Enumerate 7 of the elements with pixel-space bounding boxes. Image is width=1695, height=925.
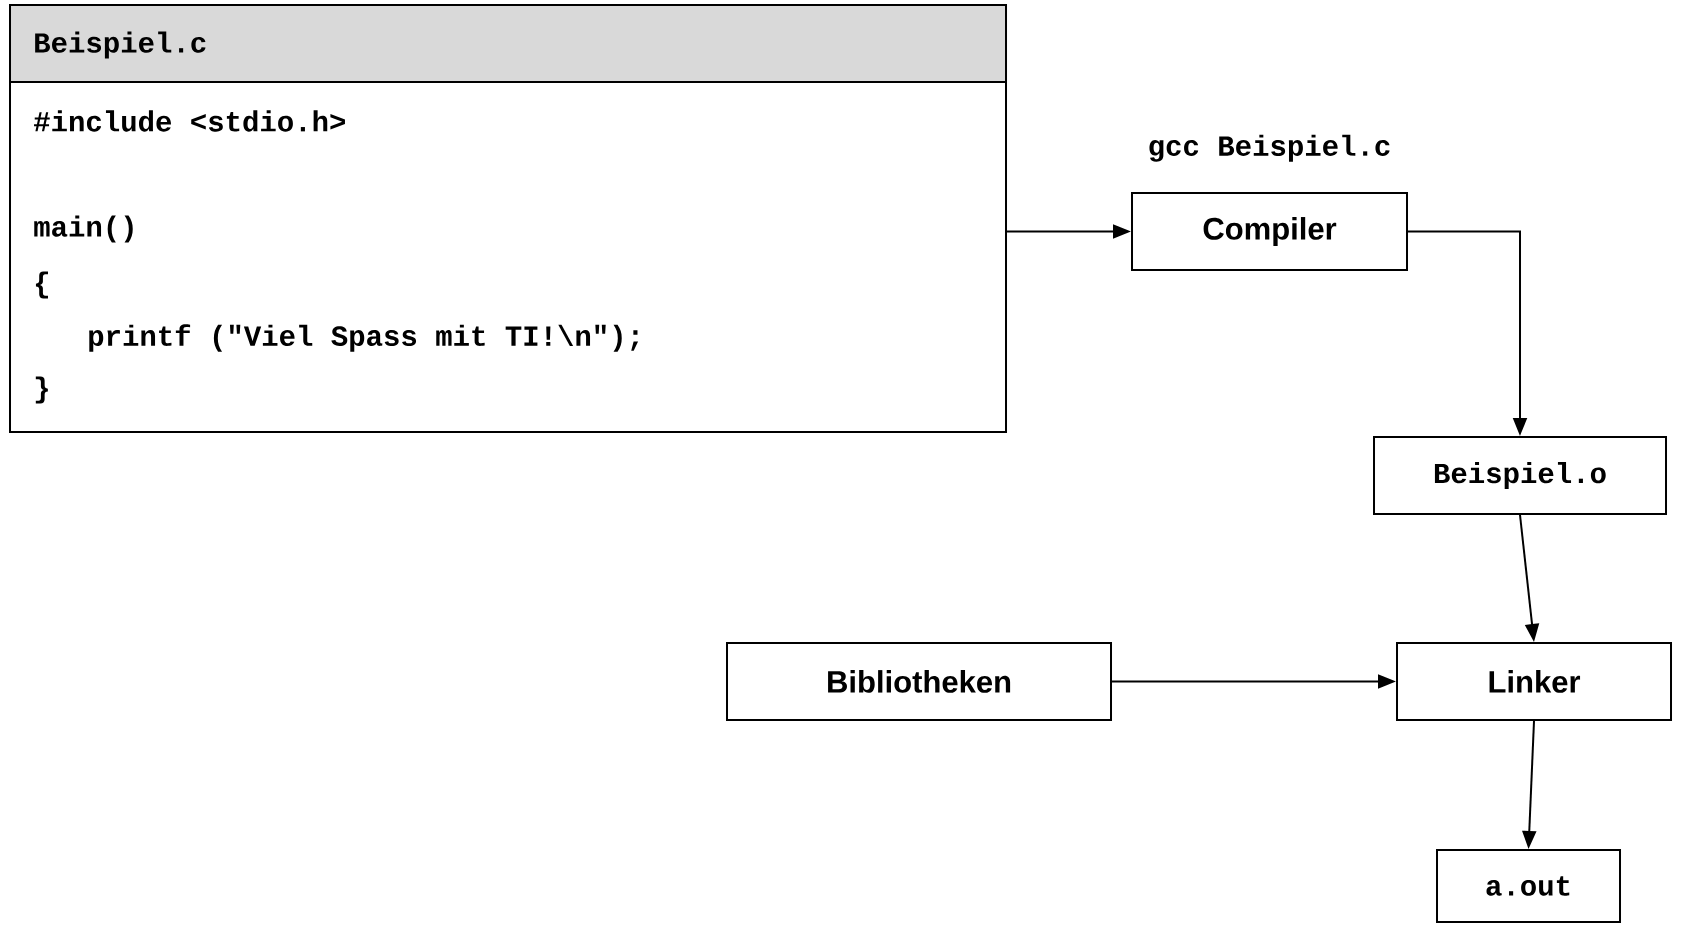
process-box: Linker xyxy=(1396,642,1672,721)
process-box: Compiler xyxy=(1131,192,1408,271)
process-box: Beispiel.o xyxy=(1373,436,1667,515)
process-box: a.out xyxy=(1436,849,1621,923)
command-label: gcc Beispiel.c xyxy=(1149,134,1390,162)
process-box: Bibliotheken xyxy=(726,642,1112,721)
code-window: Beispiel.c #include <stdio.h> main() { printf ("Viel Spass mit TI!\n"); } xyxy=(9,4,1007,433)
